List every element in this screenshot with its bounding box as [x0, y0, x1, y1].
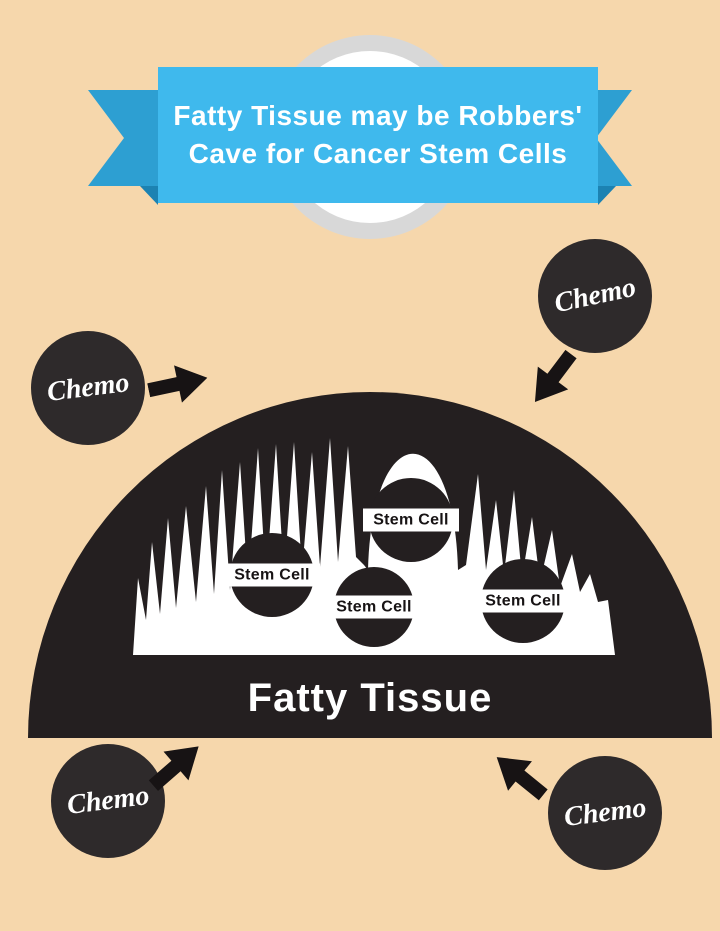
arrow-bottom-left-icon — [139, 730, 213, 803]
stem-cell-label: Stem Cell — [485, 592, 561, 609]
arrow-bottom-right-icon — [483, 740, 557, 812]
chemo-circle-bottom-right: Chemo — [548, 756, 662, 870]
chemo-label: Chemo — [45, 367, 131, 408]
stem-cell-label: Stem Cell — [336, 598, 412, 615]
ribbon-tail-left — [88, 90, 170, 186]
chemo-circle-top-right: Chemo — [538, 239, 652, 353]
stem-cell-right: Stem Cell — [475, 559, 571, 643]
chemo-circle-left: Chemo — [31, 331, 145, 445]
arrow-top-right-icon — [517, 341, 588, 415]
stem-cell-label-strip: Stem Cell — [328, 595, 420, 619]
stem-cell-left: Stem Cell — [224, 533, 320, 617]
ribbon-fold-left — [140, 186, 158, 205]
stem-cell-label-strip: Stem Cell — [363, 508, 459, 532]
fatty-tissue-label: Fatty Tissue — [247, 676, 493, 720]
banner-title-line1: Fatty Tissue may be Robbers' — [173, 100, 583, 131]
chemo-label: Chemo — [562, 792, 648, 833]
chemo-label: Chemo — [551, 271, 639, 320]
ribbon-fold-right — [598, 186, 616, 205]
stem-cell-label-strip: Stem Cell — [224, 563, 320, 587]
stem-cell-label: Stem Cell — [234, 566, 310, 583]
stem-cell-top: Stem Cell — [363, 478, 459, 562]
banner-title-line2: Cave for Cancer Stem Cells — [188, 138, 568, 169]
arrow-left-icon — [144, 356, 212, 412]
stem-cell-label: Stem Cell — [373, 511, 449, 528]
chemo-circle-bottom-left: Chemo — [51, 744, 165, 858]
title-banner: Fatty Tissue may be Robbers' Cave for Ca… — [158, 67, 598, 203]
chemo-label: Chemo — [65, 780, 151, 821]
stem-cell-middle: Stem Cell — [328, 567, 420, 647]
stem-cell-label-strip: Stem Cell — [475, 589, 571, 613]
